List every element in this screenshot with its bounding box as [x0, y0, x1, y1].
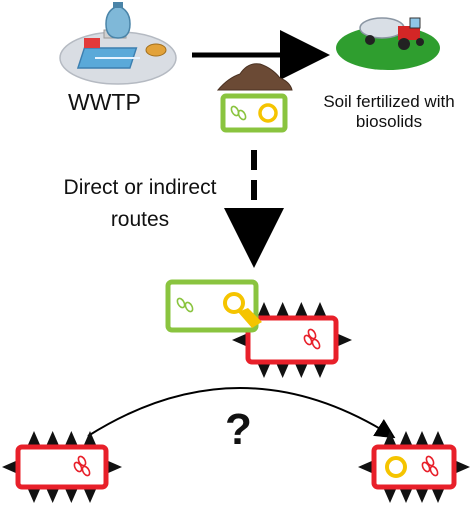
chromosome-icon [77, 455, 87, 467]
chromosome-icon [81, 465, 91, 477]
wwtp-label: WWTP [68, 89, 141, 115]
cell-wall [15, 444, 109, 490]
cell-spike [313, 302, 327, 318]
wwtp-plant-icon [59, 2, 177, 85]
cell-spike [294, 362, 309, 378]
recipient-cell-after [358, 431, 470, 503]
cell-spike [275, 302, 290, 318]
chromosome-icon [429, 465, 439, 477]
soil-label: Soil fertilized with biosolids [306, 92, 472, 133]
chromosome-icon [73, 461, 83, 473]
cell-spike [27, 431, 41, 447]
chromosome-icon [421, 461, 431, 473]
donor-cell-top [220, 93, 288, 133]
chromosome-icon [307, 328, 317, 340]
chromosome-icon [311, 338, 321, 350]
cell-spike [383, 487, 397, 503]
cell-spike [64, 431, 79, 447]
plasmid-icon [223, 292, 245, 314]
routes-label: Direct or indirect routes [40, 172, 240, 236]
cell-spike [399, 431, 413, 447]
cell-spike [275, 362, 290, 378]
chromosome-icon [176, 297, 194, 313]
cell-spike [431, 487, 445, 503]
tractor-field-icon [336, 17, 440, 70]
cell-spike [106, 460, 122, 474]
cell-wall [245, 315, 339, 365]
cell-spike [313, 362, 327, 378]
chromosome-icon [303, 334, 313, 346]
recipient-cell-middle [232, 302, 352, 378]
cell-spike [294, 302, 309, 318]
cell-spike [64, 487, 79, 503]
cell-spike [431, 431, 445, 447]
donor-cell-middle [165, 279, 262, 333]
cell-spike [358, 460, 374, 474]
cell-spike [232, 333, 248, 347]
biosolids-pile-icon [216, 63, 293, 91]
plasmid-icon [385, 456, 407, 478]
chromosome-icon [230, 105, 247, 121]
routes-label-line1: Direct or indirect [63, 176, 217, 199]
cell-spike [45, 431, 60, 447]
cell-spike [83, 431, 97, 447]
cell-spike [83, 487, 97, 503]
cell-spike [415, 431, 429, 447]
cell-spike [45, 487, 60, 503]
cell-spike [454, 460, 470, 474]
question-mark: ? [225, 405, 252, 454]
soil-label-line1: Soil fertilized with [323, 92, 455, 111]
cell-spike [27, 487, 41, 503]
soil-label-line2: biosolids [355, 112, 423, 132]
routes-label-line2: routes [110, 208, 170, 231]
cell-spike [415, 487, 429, 503]
plasmid-icon [258, 103, 278, 123]
chromosome-icon [425, 455, 435, 467]
cell-spike [383, 431, 397, 447]
cell-spike [2, 460, 18, 474]
curved-arrow [87, 387, 396, 439]
cell-spike [257, 302, 271, 318]
mating-pilus-icon [238, 308, 262, 328]
cell-spike [257, 362, 271, 378]
cell-spike [336, 333, 352, 347]
recipient-cell-before [2, 431, 122, 503]
cell-spike [399, 487, 413, 503]
